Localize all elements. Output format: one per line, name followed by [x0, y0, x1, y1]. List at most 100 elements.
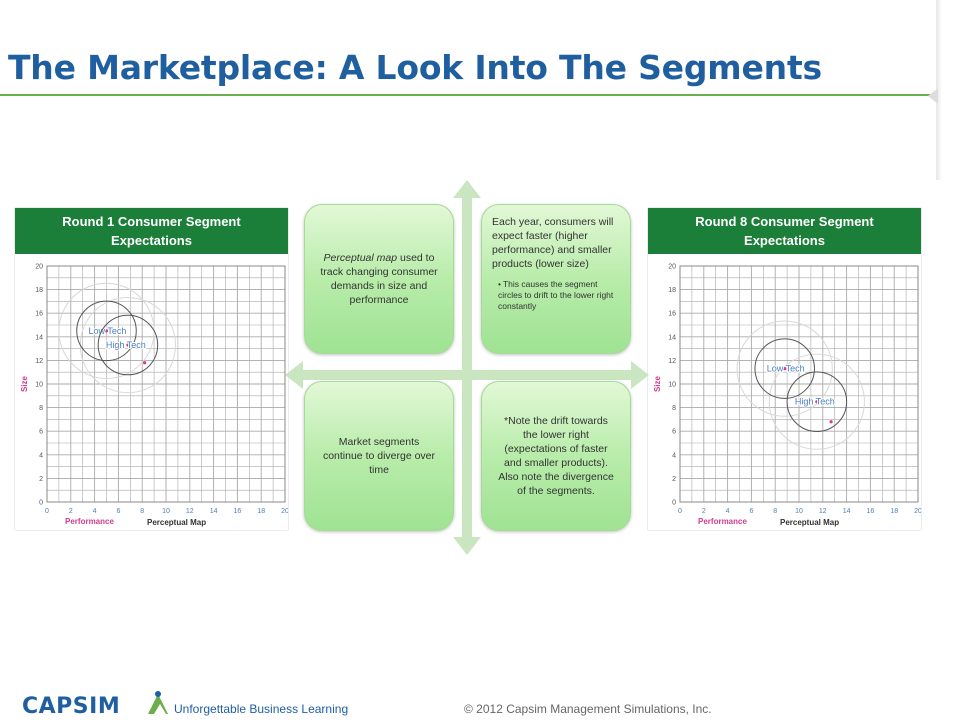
- y-tick-label: 20: [35, 264, 43, 271]
- drift-note-text: *Note the drift towards the lower right …: [498, 415, 614, 497]
- slide-title: The Marketplace: A Look Into The Segment…: [8, 48, 822, 87]
- y-tick-label: 12: [668, 358, 676, 365]
- y-tick-label: 18: [668, 287, 676, 294]
- segment-circle: [754, 338, 815, 399]
- plot-border: [46, 265, 286, 503]
- x-tick-label: 18: [890, 508, 898, 515]
- y-tick-label: 18: [35, 287, 43, 294]
- perceptual-map-term: Perceptual map: [323, 252, 398, 264]
- x-tick-label: 20: [914, 508, 921, 515]
- x-axis-label: Performance: [698, 517, 747, 526]
- segment-circle: [786, 371, 848, 432]
- chart-title: Perceptual Map: [780, 518, 839, 527]
- footer-tagline: Unforgettable Business Learning: [174, 702, 349, 716]
- x-tick-label: 14: [210, 508, 218, 515]
- drift-bullet-text: This causes the segment circles to drift…: [498, 279, 614, 311]
- y-tick-label: 16: [668, 311, 676, 318]
- x-tick-label: 8: [773, 508, 777, 515]
- arrow-down-icon: [453, 537, 481, 555]
- ideal-point-dot: [829, 420, 833, 424]
- y-tick-label: 14: [35, 334, 43, 341]
- bullet-icon: •: [498, 279, 501, 289]
- y-tick-label: 0: [672, 500, 676, 507]
- y-tick-label: 14: [668, 334, 676, 341]
- y-tick-label: 6: [39, 429, 43, 436]
- round8-chart-svg: 0 2 4 6 8 10 12 14 16 18 20 0 2 4 6 8 10 12 14 16 18 20Perfor…: [653, 264, 921, 528]
- y-tick-label: 2: [39, 476, 43, 483]
- vertical-axis-bar: [462, 194, 472, 544]
- segment-outer-circle: [736, 320, 833, 417]
- horizontal-axis-bar: [295, 370, 639, 380]
- chart-title: Perceptual Map: [147, 518, 206, 527]
- x-tick-label: 2: [69, 508, 73, 515]
- y-tick-label: 0: [39, 500, 43, 507]
- drift-note-box: *Note the drift towards the lower right …: [481, 381, 631, 531]
- segment-center-dot: [815, 400, 819, 404]
- x-tick-label: 2: [702, 508, 706, 515]
- segments-diverge-text: Market segments continue to diverge over…: [322, 436, 436, 476]
- x-tick-label: 0: [45, 508, 49, 515]
- segment-circle: [76, 300, 137, 362]
- x-tick-label: 10: [162, 508, 170, 515]
- title-underline: [0, 94, 930, 96]
- y-tick-label: 4: [672, 452, 676, 459]
- round8-panel-header: Round 8 Consumer Segment Expectations: [648, 208, 921, 254]
- arrow-left-icon: [285, 361, 303, 389]
- segment-label: High Tech: [106, 340, 146, 350]
- segment-center-dot: [126, 343, 130, 347]
- x-tick-label: 4: [726, 508, 730, 515]
- y-axis-label: Size: [20, 375, 29, 392]
- y-tick-label: 8: [672, 405, 676, 412]
- segment-label: Low Tech: [89, 326, 127, 336]
- matrix-axes: [285, 180, 649, 555]
- segment-outer-circle: [768, 353, 865, 450]
- arrow-right-icon: [631, 361, 649, 389]
- round1-panel-header: Round 1 Consumer Segment Expectations: [15, 208, 288, 254]
- y-tick-label: 12: [35, 358, 43, 365]
- perceptual-map-desc: used to track changing consumer demands …: [320, 252, 438, 306]
- x-tick-label: 18: [257, 508, 265, 515]
- x-tick-label: 8: [140, 508, 144, 515]
- x-tick-label: 6: [749, 508, 753, 515]
- capsim-climber-icon: [148, 691, 168, 714]
- x-tick-label: 16: [867, 508, 875, 515]
- x-tick-label: 12: [819, 508, 827, 515]
- matrix-diagram: Perceptual map used to track changing co…: [285, 180, 649, 555]
- round8-panel: Round 8 Consumer Segment Expectations 0 2…: [648, 208, 921, 530]
- x-tick-label: 6: [116, 508, 120, 515]
- y-tick-label: 10: [668, 382, 676, 389]
- arrow-up-icon: [453, 180, 481, 198]
- x-tick-label: 4: [93, 508, 97, 515]
- page-edge-decoration: [936, 0, 942, 180]
- footer-copyright: © 2012 Capsim Management Simulations, In…: [464, 702, 712, 716]
- x-tick-label: 10: [795, 508, 803, 515]
- x-tick-label: 16: [234, 508, 242, 515]
- segment-label: Low Tech: [767, 364, 805, 374]
- plot-border: [679, 265, 919, 503]
- y-tick-label: 6: [672, 429, 676, 436]
- x-tick-label: 12: [186, 508, 194, 515]
- segment-label: High Tech: [795, 397, 835, 407]
- segment-center-dot: [104, 329, 109, 333]
- y-tick-label: 2: [672, 476, 676, 483]
- capsim-logo: CAPSIM: [22, 694, 121, 719]
- x-axis-label: Performance: [65, 517, 114, 526]
- x-tick-label: 14: [843, 508, 851, 515]
- drift-bullet: •This causes the segment circles to drif…: [492, 279, 620, 312]
- segment-center-dot: [783, 367, 787, 371]
- y-tick-label: 16: [35, 311, 43, 318]
- y-tick-label: 8: [39, 405, 43, 412]
- perceptual-map-box: Perceptual map used to track changing co…: [304, 204, 454, 354]
- segments-diverge-box: Market segments continue to diverge over…: [304, 381, 454, 531]
- x-tick-label: 0: [678, 508, 682, 515]
- x-tick-label: 20: [281, 508, 288, 515]
- y-tick-label: 10: [35, 382, 43, 389]
- y-tick-label: 20: [668, 264, 676, 271]
- round1-panel: Round 1 Consumer Segment Expectations 0 2…: [15, 208, 288, 530]
- perceptual-map-text: Perceptual map used to track changing co…: [319, 251, 439, 307]
- consumer-expectations-box: Each year, consumers will expect faster …: [481, 204, 631, 354]
- y-axis-label: Size: [653, 375, 662, 392]
